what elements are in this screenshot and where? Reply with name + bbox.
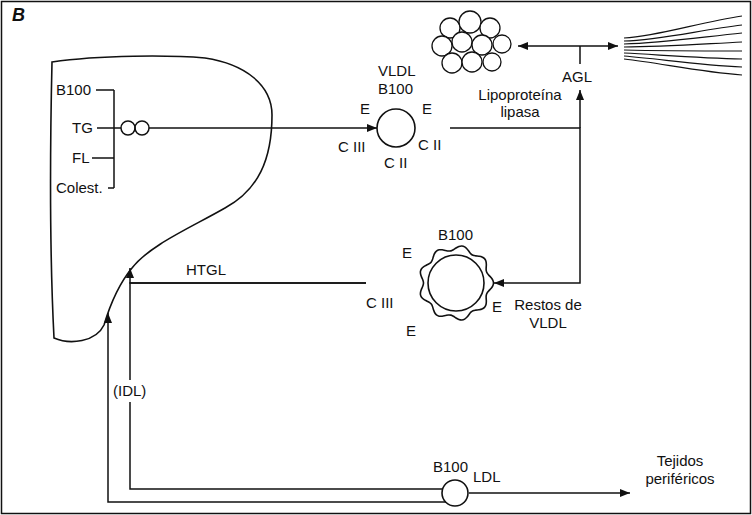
particle-circle [377, 109, 415, 147]
ldl-particle: B100LDL [425, 458, 505, 510]
remnant-particle-outline [366, 224, 504, 341]
muscle-fibers [624, 16, 742, 75]
node-text: LDL [473, 468, 501, 486]
node-text: C III [338, 138, 366, 156]
exchange-arrows [469, 46, 630, 493]
particle-circle [428, 255, 484, 311]
synthesis-bracket [92, 90, 274, 188]
flow-arrow [450, 128, 580, 283]
node-text: B100 [433, 458, 468, 476]
fatty-acid-label: AGL [562, 68, 592, 86]
node-text: FL [72, 149, 90, 167]
liver-organ-outline [48, 55, 274, 347]
tissue-label: Tejidos periféricos [634, 452, 726, 488]
flow-arrow [130, 283, 443, 489]
liver-outline [51, 56, 272, 341]
enzyme-label: Lipoproteína lipasa [470, 86, 570, 120]
node-text: C II [418, 136, 441, 154]
flow-arrow [130, 268, 366, 283]
node-text: B100 [378, 80, 413, 98]
particle-circle [442, 480, 468, 506]
adipose-cells [432, 11, 511, 73]
node-text: C III [366, 294, 394, 312]
liver-organ: B100TG FL Colest. [48, 55, 274, 347]
node-text: E [402, 244, 412, 262]
node-text: B100 [56, 81, 91, 99]
node-text: TG [72, 119, 93, 137]
flow-arrow [274, 127, 377, 129]
node-text: E [422, 100, 432, 118]
edge-label: Restos de VLDL [508, 296, 588, 332]
node-text: B100 [438, 226, 473, 244]
flow-arrow [108, 313, 446, 502]
edge-label: (IDL) [111, 380, 148, 402]
remnant-particle: B100E C III E E [366, 224, 504, 341]
node-text: C II [384, 154, 407, 172]
node-text: E [360, 100, 370, 118]
node-text: E [492, 298, 502, 316]
node-text: E [406, 322, 416, 340]
remnant-coat [420, 246, 493, 320]
node-text: Colest. [56, 179, 103, 197]
panel-letter: B [12, 6, 25, 24]
vldl-particle: VLDLB100E E C III C II C II [338, 62, 450, 174]
node-text: VLDL [378, 62, 416, 80]
enzyme-label: HTGL [186, 261, 226, 279]
